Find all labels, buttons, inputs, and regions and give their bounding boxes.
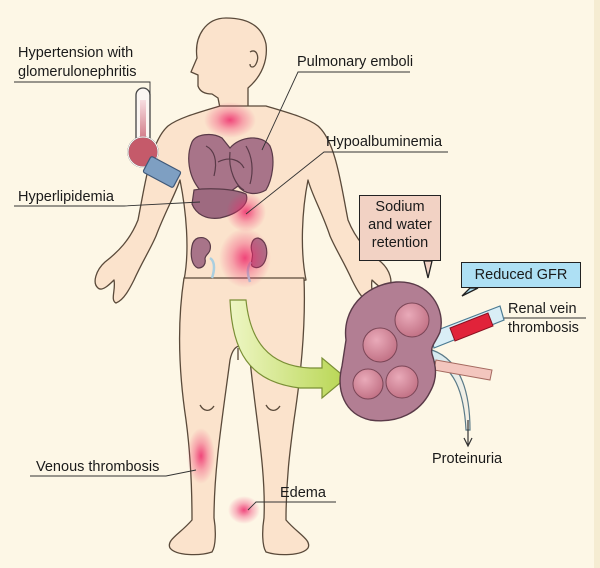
bp-cuff bbox=[142, 156, 182, 188]
transfer-arrow bbox=[229, 299, 347, 400]
reduced-gfr-box: Reduced GFR bbox=[461, 262, 581, 288]
sodium-line1: Sodium bbox=[375, 199, 425, 215]
leader-lines bbox=[14, 71, 586, 511]
label-pulmonary-emboli: Pulmonary emboli bbox=[297, 54, 414, 70]
sodium-line3: retention bbox=[371, 235, 429, 251]
label-venous-thrombosis: Venous thrombosis bbox=[36, 459, 160, 475]
label-proteinuria: Proteinuria bbox=[432, 451, 503, 467]
reduced-gfr-label: Reduced GFR bbox=[474, 267, 568, 283]
head bbox=[190, 17, 268, 109]
label-renal-vein-line2: thrombosis bbox=[508, 320, 579, 336]
enlarged-kidney bbox=[339, 281, 505, 448]
label-hyperlipidemia: Hyperlipidemia bbox=[18, 189, 114, 205]
highlights bbox=[187, 102, 271, 524]
label-hypoalbuminemia: Hypoalbuminemia bbox=[326, 134, 443, 150]
sodium-pointer bbox=[423, 260, 433, 279]
label-renal-vein-line1: Renal vein bbox=[508, 301, 577, 317]
chest-organs bbox=[188, 133, 274, 219]
gfr-pointer bbox=[461, 287, 479, 297]
sodium-water-retention-box: Sodium and water retention bbox=[359, 195, 441, 261]
thermometer bbox=[127, 87, 159, 168]
edge-strip bbox=[594, 0, 600, 568]
label-hypertension-line1: Hypertension with bbox=[18, 45, 134, 61]
label-edema: Edema bbox=[280, 485, 326, 501]
label-hypertension-line2: glomerulonephritis bbox=[18, 64, 137, 80]
sodium-line2: and water bbox=[368, 217, 432, 233]
